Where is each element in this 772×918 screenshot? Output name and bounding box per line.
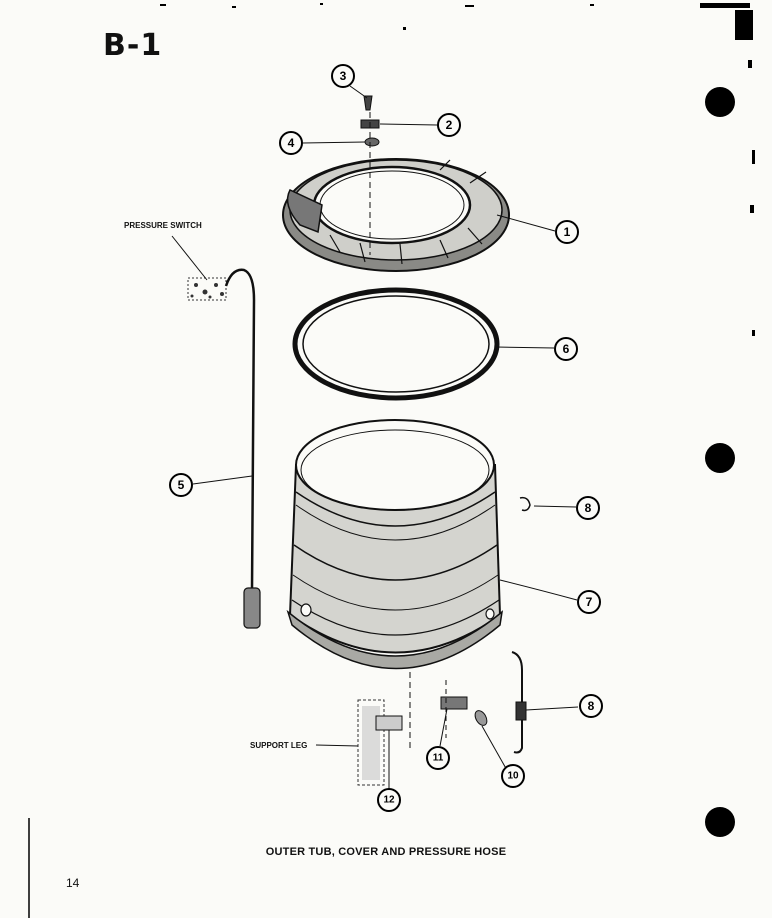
callout-10-circle <box>501 764 525 788</box>
pressure-hose <box>224 268 261 629</box>
binder-hole-middle <box>705 443 735 473</box>
callout-8b: 8 <box>588 699 595 713</box>
callout-10: 10 <box>507 771 519 782</box>
cover-washer <box>364 137 380 147</box>
support-leg <box>357 699 385 786</box>
callout-4-circle <box>279 131 303 155</box>
tub-ring-gasket <box>292 287 500 401</box>
tub-bracket <box>440 696 468 710</box>
callout-5-circle <box>169 473 193 497</box>
callout-3-circle <box>331 64 355 88</box>
tub-cover <box>282 158 510 272</box>
callout-1-circle <box>555 220 579 244</box>
callout-8a: 8 <box>585 501 592 515</box>
scan-specks <box>160 3 755 336</box>
callout-5: 5 <box>178 478 185 492</box>
callout-7-circle <box>577 590 601 614</box>
pressure-switch-label: PRESSURE SWITCH <box>124 221 202 230</box>
page-number: 14 <box>66 876 80 890</box>
tub-clip <box>519 496 531 512</box>
outer-tub <box>286 419 504 670</box>
pressure-switch-leader <box>171 235 208 281</box>
support-leg-label: SUPPORT LEG <box>250 741 308 750</box>
callout-6: 6 <box>563 342 570 356</box>
callout-11: 11 <box>433 753 444 764</box>
callout-4: 4 <box>288 136 295 150</box>
callout-12-circle <box>377 788 401 812</box>
callout-2: 2 <box>446 118 453 132</box>
tub-spring <box>474 710 488 726</box>
callout-2-circle <box>437 113 461 137</box>
callout-1: 1 <box>564 225 571 239</box>
callout-12: 12 <box>383 795 395 806</box>
leader-lines <box>192 85 579 789</box>
callout-6-circle <box>554 337 578 361</box>
pressure-switch <box>187 277 227 301</box>
binder-hole-bottom <box>705 807 735 837</box>
callout-8b-circle <box>579 694 603 718</box>
cover-screw <box>363 95 373 111</box>
drain-tube <box>511 651 527 754</box>
callout-11-circle <box>426 746 450 770</box>
diagram-caption: OUTER TUB, COVER AND PRESSURE HOSE <box>265 846 507 858</box>
leg-bracket <box>375 715 403 731</box>
binder-hole-top <box>705 87 735 117</box>
callout-3: 3 <box>340 69 347 83</box>
sheet-id: B-1 <box>103 28 163 63</box>
callout-8a-circle <box>576 496 600 520</box>
callout-7: 7 <box>586 595 593 609</box>
callout-circles <box>169 64 603 812</box>
